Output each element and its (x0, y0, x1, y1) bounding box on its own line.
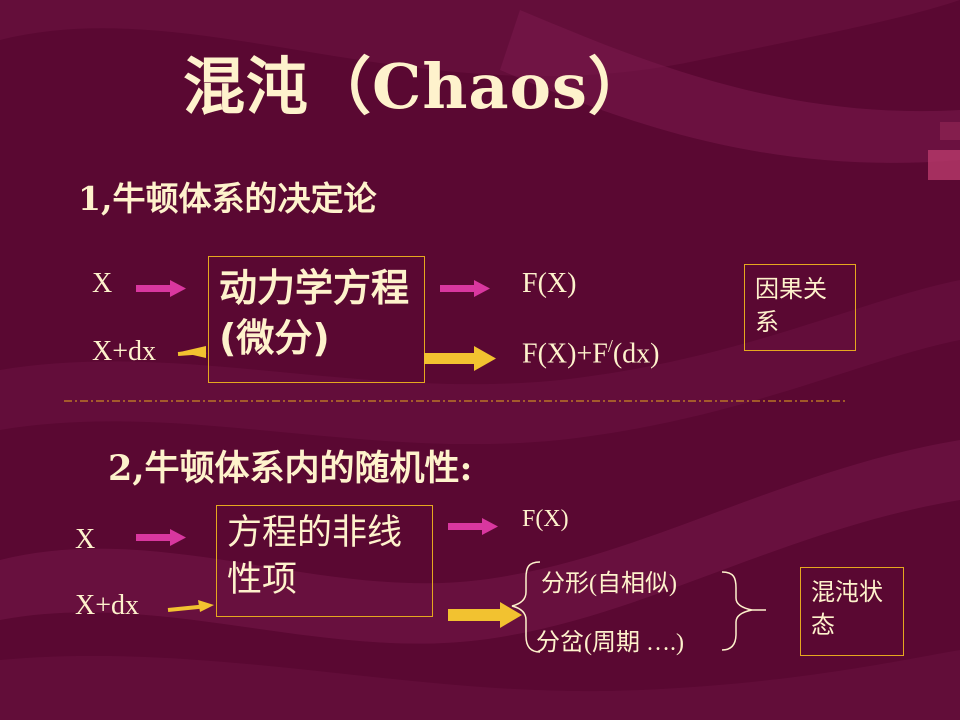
branch-fractal: 分形(自相似) (541, 571, 677, 597)
causality-box: 因果关系 (744, 264, 856, 351)
arrow-magenta-1 (136, 280, 186, 297)
section2-equation-text: 方程的非线性项 (227, 513, 403, 600)
section1-input-x: X (92, 268, 113, 299)
section1-output-fxdx-prime: / (607, 336, 613, 356)
arrow-yellow-3 (167, 600, 214, 612)
arrow-yellow-2 (424, 346, 496, 371)
section1-equation-text: 动力学方程(微分) (219, 266, 410, 360)
arrow-yellow-4 (448, 602, 522, 628)
section1-output-fxdx: F(X)+F/(dx) (522, 336, 659, 370)
section2-heading: 2,牛顿体系内的随机性: (108, 448, 473, 489)
branch-bifurcation: 分岔(周期 ….) (536, 630, 684, 656)
arrow-yellow-1 (177, 346, 207, 358)
section1-output-fxdx-main: F(X)+F (522, 338, 608, 370)
chaos-state-text: 混沌状态 (811, 578, 883, 639)
section1-output-fxdx-tail: (dx) (612, 338, 660, 370)
slide-title: 混沌（Chaos） (183, 50, 651, 123)
section2-output-fx: F(X) (522, 506, 569, 532)
section1-equation-box: 动力学方程(微分) (208, 256, 425, 383)
left-brace (511, 561, 541, 653)
section1-output-fx: F(X) (522, 268, 577, 299)
right-brace (721, 571, 753, 651)
arrow-magenta-3 (136, 529, 186, 546)
section2-equation-box: 方程的非线性项 (216, 505, 433, 617)
arrow-magenta-4 (448, 518, 498, 535)
section2-input-xdx: X+dx (75, 590, 140, 621)
section1-heading: 1,牛顿体系的决定论 (78, 179, 377, 218)
chaos-state-box: 混沌状态 (800, 567, 904, 656)
arrow-magenta-2 (440, 280, 490, 297)
section2-input-x: X (75, 524, 96, 555)
causality-text: 因果关系 (755, 275, 827, 336)
section1-input-xdx: X+dx (92, 336, 157, 367)
